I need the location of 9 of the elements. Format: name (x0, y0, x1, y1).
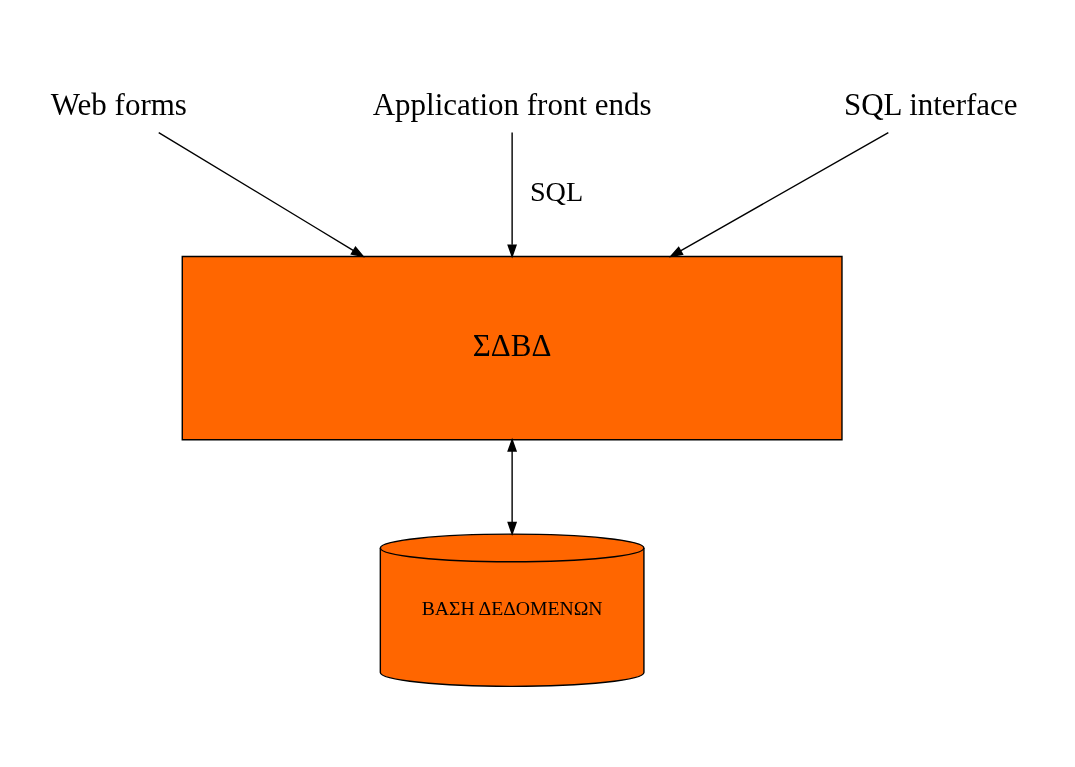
arrow (507, 131, 518, 258)
node-text: Web forms (50, 86, 187, 122)
node-box: ΣΔΒΔ (181, 255, 843, 440)
arrow (668, 131, 890, 257)
arrow (507, 437, 518, 536)
arrow (158, 131, 365, 257)
edge-label: SQL (529, 175, 584, 207)
node-text: Application front ends (372, 86, 652, 122)
node-text: SQL interface (843, 86, 1018, 122)
